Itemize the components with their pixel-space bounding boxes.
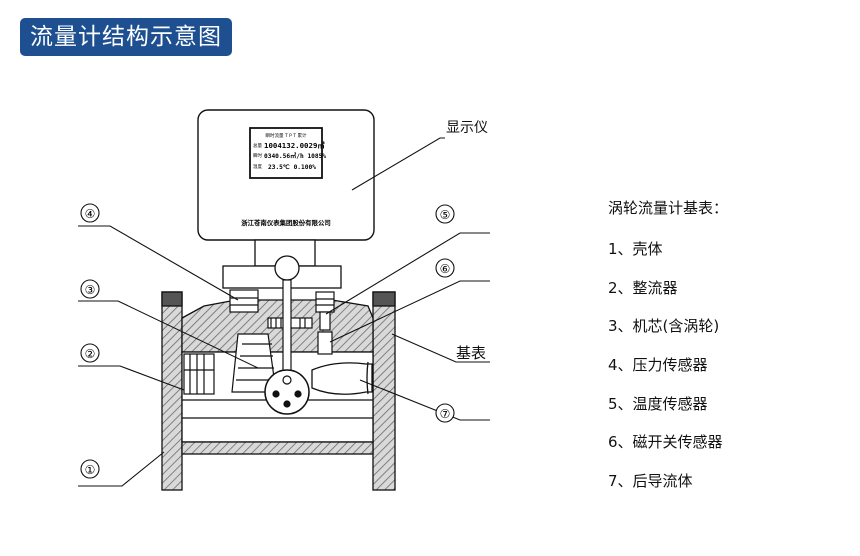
svg-text:④: ④	[85, 207, 96, 221]
svg-text:③: ③	[85, 283, 96, 297]
legend-item-3: 3、机芯(含涡轮)	[608, 317, 720, 336]
callout-4: ④	[80, 203, 100, 223]
rear-flow-guide	[311, 361, 373, 395]
callout-1: ①	[80, 459, 100, 479]
turbine-core	[231, 279, 313, 415]
display-mount	[222, 239, 342, 289]
display-unit: 瞬时流量 T P T 累计 总量 1004132.0029㎥ 瞬时 0340.5…	[197, 109, 375, 241]
lcd-row-2-value: 0340.56㎥/h 1085%	[264, 152, 326, 160]
svg-text:②: ②	[85, 347, 96, 361]
callout-2: ②	[80, 343, 100, 363]
lcd-row-3-tag: 温度	[253, 163, 262, 170]
legend: 涡轮流量计基表： 1、壳体 2、整流器 3、机芯(含涡轮) 4、压力传感器 5、…	[608, 197, 728, 509]
display-label: 显示仪	[446, 120, 488, 136]
legend-item-2: 2、整流器	[608, 278, 678, 297]
legend-item-5: 5、温度传感器	[608, 394, 708, 413]
svg-text:⑦: ⑦	[440, 407, 451, 421]
svg-text:⑤: ⑤	[440, 208, 451, 222]
pressure-sensor	[229, 289, 259, 313]
callout-7: ⑦	[435, 403, 455, 423]
lcd-header: 瞬时流量 T P T 累计	[266, 132, 307, 139]
svg-text:⑥: ⑥	[440, 262, 451, 276]
lcd-row-1-tag: 总量	[253, 142, 262, 149]
legend-item-7: 7、后导流体	[608, 472, 693, 491]
flow-straightener	[183, 353, 215, 395]
temperature-sensor	[315, 291, 335, 331]
page-title: 流量计结构示意图	[20, 18, 232, 56]
callout-6: ⑥	[435, 258, 455, 278]
lcd-screen	[249, 127, 323, 179]
magnetic-switch-sensor	[317, 331, 333, 355]
callout-5: ⑤	[435, 204, 455, 224]
callout-3: ③	[80, 279, 100, 299]
leader-lines	[78, 137, 490, 487]
svg-text:①: ①	[85, 463, 96, 477]
legend-heading: 涡轮流量计基表：	[608, 199, 729, 217]
legend-item-6: 6、磁开关传感器	[608, 433, 723, 452]
legend-item-1: 1、壳体	[608, 240, 663, 258]
lcd-row-2-tag: 瞬时	[253, 152, 262, 159]
lcd-row-1-value: 1004132.0029㎥	[264, 141, 325, 150]
company-name: 浙江苍南仪表集团股份有限公司	[241, 218, 330, 227]
lcd-row-3-value: 23.5℃ 0.100%	[268, 164, 316, 171]
legend-item-4: 4、压力传感器	[608, 356, 708, 375]
base-meter-label: 基表	[456, 344, 486, 362]
